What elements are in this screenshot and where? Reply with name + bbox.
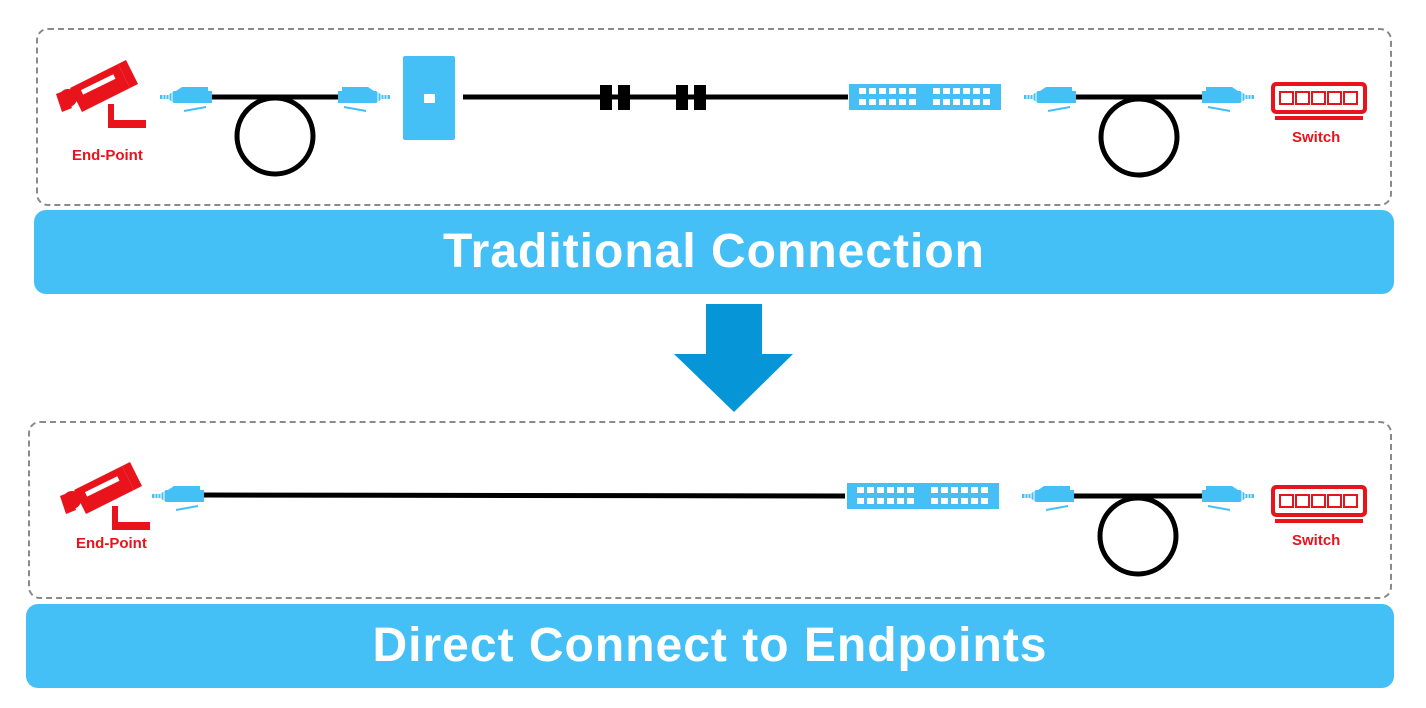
traditional-diagram-frame [36,28,1392,206]
top-rj45-plug-icon-1 [159,86,213,112]
wall-plate-icon [403,56,455,140]
top-switch-icon [1270,81,1368,121]
bottom-rj45-plug-icon-2 [1021,485,1075,511]
bottom-patch-panel-icon [847,483,999,509]
bottom-direct-cable [203,492,846,499]
top-switch-label: Switch [1292,129,1341,146]
traditional-connection-banner: Traditional Connection [34,210,1394,294]
top-camera-icon [56,60,146,128]
top-patch-panel-icon [849,84,1001,110]
down-arrow-icon [674,304,793,412]
bottom-switch-icon [1270,484,1368,524]
top-switch-cable-loop [1076,94,1202,178]
bottom-rj45-plug-icon-3 [1201,485,1255,511]
top-patch-cable-loop [212,94,338,177]
top-rj45-plug-icon-4 [1201,86,1255,112]
direct-connect-banner: Direct Connect to Endpoints [26,604,1394,688]
bottom-camera-icon [60,462,150,530]
bottom-rj45-plug-icon-1 [151,485,205,511]
top-endpoint-label: End-Point [72,147,143,164]
top-rj45-plug-icon-3 [1023,86,1077,112]
bottom-endpoint-label: End-Point [76,535,147,552]
direct-diagram-frame [28,421,1392,599]
bottom-switch-label: Switch [1292,532,1341,549]
bottom-switch-cable-loop [1074,493,1202,577]
top-rj45-plug-icon-2 [337,86,391,112]
coupler-icon [600,85,706,110]
